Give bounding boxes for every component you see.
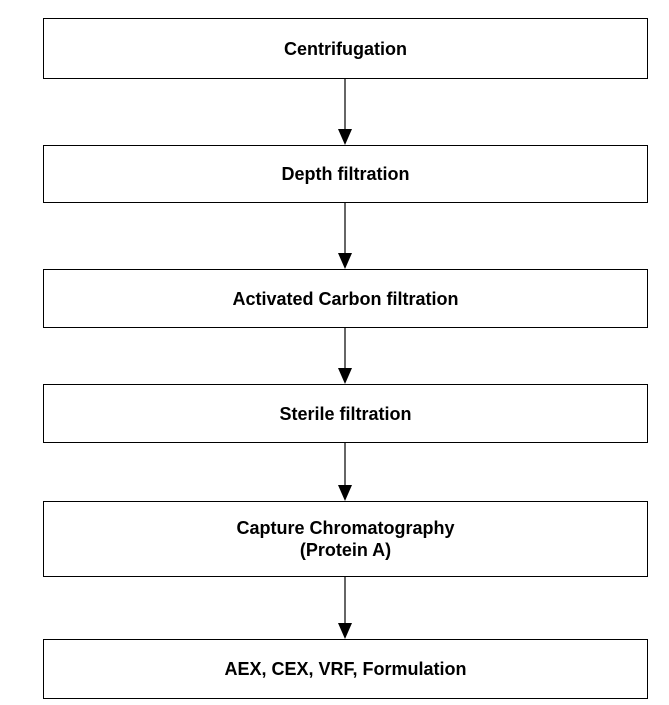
- step-capture-chromatography: Capture Chromatography (Protein A): [43, 501, 648, 577]
- step-label: Centrifugation: [284, 38, 407, 59]
- arrow-down-icon: [338, 577, 352, 639]
- arrow-down-icon: [338, 79, 352, 145]
- step-label: Sterile filtration: [279, 403, 412, 424]
- step-sterile-filtration: Sterile filtration: [43, 384, 648, 443]
- arrow-down-icon: [338, 443, 352, 501]
- arrow-down-icon: [338, 203, 352, 269]
- step-label: Capture Chromatography: [236, 518, 455, 538]
- step-depth-filtration: Depth filtration: [43, 145, 648, 203]
- step-aex-cex-vrf-formulation: AEX, CEX, VRF, Formulation: [43, 639, 648, 699]
- step-label: AEX, CEX, VRF, Formulation: [224, 659, 467, 679]
- step-sublabel: (Protein A): [299, 540, 392, 560]
- step-centrifugation: Centrifugation: [43, 18, 648, 79]
- step-label: Depth filtration: [281, 164, 410, 184]
- step-label: Activated Carbon filtration: [232, 288, 459, 309]
- step-activated-carbon-filtration: Activated Carbon filtration: [43, 269, 648, 328]
- arrow-down-icon: [338, 328, 352, 384]
